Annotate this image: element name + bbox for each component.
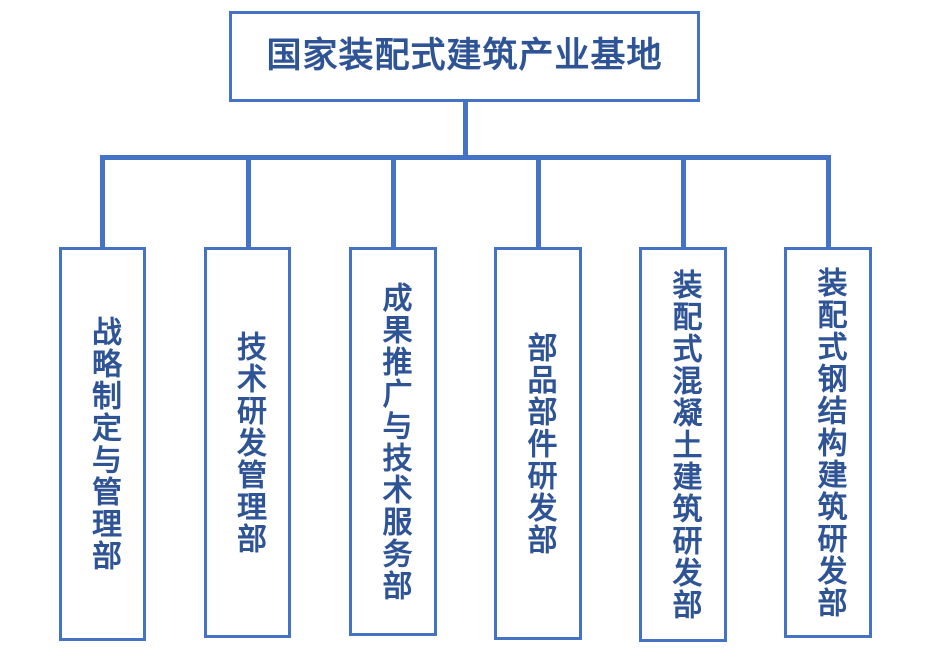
node-child-1[interactable]: 战略制定与管理部 bbox=[59, 247, 146, 641]
node-child-2-label: 技术研发管理部 bbox=[230, 330, 266, 555]
node-child-6[interactable]: 装配式钢结构建筑研发部 bbox=[784, 247, 872, 638]
node-child-4[interactable]: 部品部件研发部 bbox=[494, 247, 582, 640]
connector-drop-4 bbox=[536, 155, 541, 249]
node-child-2[interactable]: 技术研发管理部 bbox=[204, 247, 291, 638]
connector-root-stem bbox=[463, 102, 468, 160]
connector-drop-6 bbox=[826, 155, 831, 249]
node-child-5[interactable]: 装配式混凝土建筑研发部 bbox=[639, 247, 727, 642]
connector-drop-3 bbox=[391, 155, 396, 249]
connector-drop-2 bbox=[246, 155, 251, 249]
node-root-label: 国家装配式建筑产业基地 bbox=[266, 36, 663, 76]
node-child-1-label: 战略制定与管理部 bbox=[85, 316, 121, 572]
node-child-3[interactable]: 成果推广与技术服务部 bbox=[349, 247, 437, 636]
connector-drop-1 bbox=[100, 155, 105, 249]
connector-drop-5 bbox=[681, 155, 686, 249]
connector-horizontal-bus bbox=[102, 155, 831, 160]
node-child-4-label: 部品部件研发部 bbox=[521, 331, 557, 556]
node-child-5-label: 装配式混凝土建筑研发部 bbox=[666, 268, 702, 621]
node-child-3-label: 成果推广与技术服务部 bbox=[376, 281, 412, 602]
node-root[interactable]: 国家装配式建筑产业基地 bbox=[229, 11, 700, 102]
node-child-6-label: 装配式钢结构建筑研发部 bbox=[811, 266, 847, 619]
